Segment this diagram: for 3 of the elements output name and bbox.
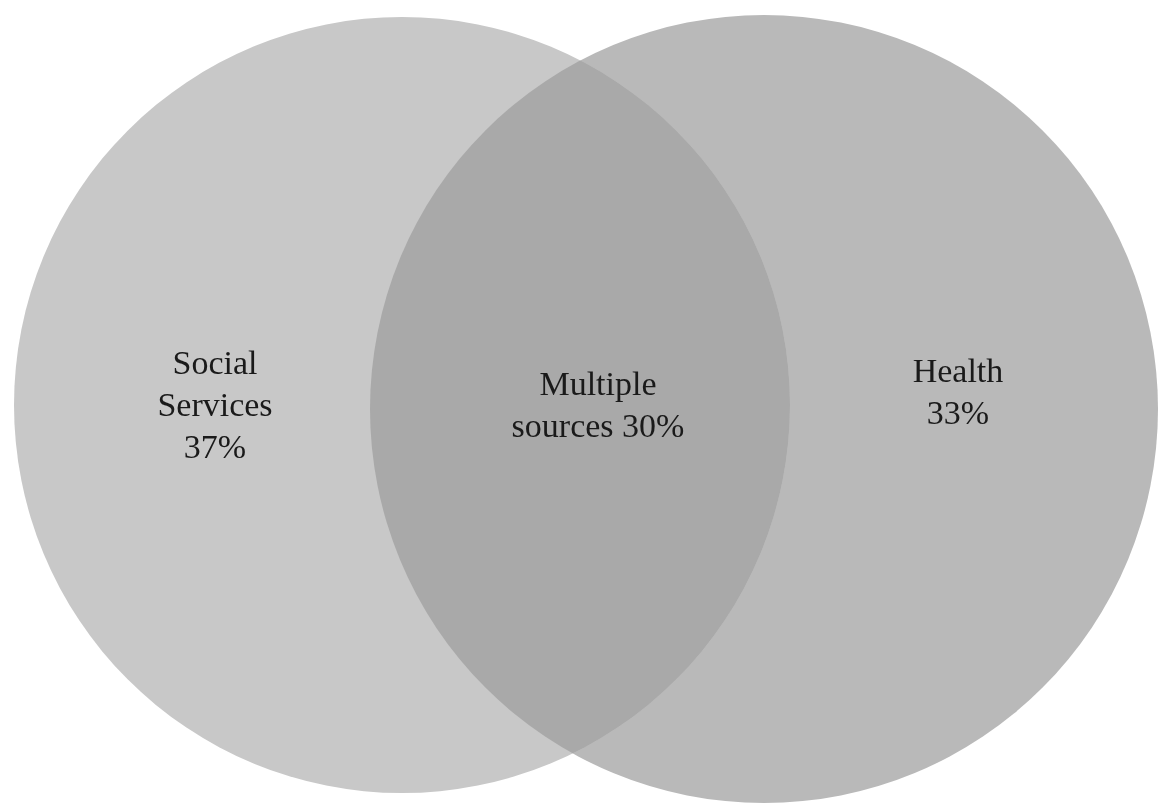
region-label: Multiple sources 30% xyxy=(510,364,686,446)
region-label: Health 33% xyxy=(911,351,1005,433)
region-label: Social Services 37% xyxy=(156,343,274,467)
